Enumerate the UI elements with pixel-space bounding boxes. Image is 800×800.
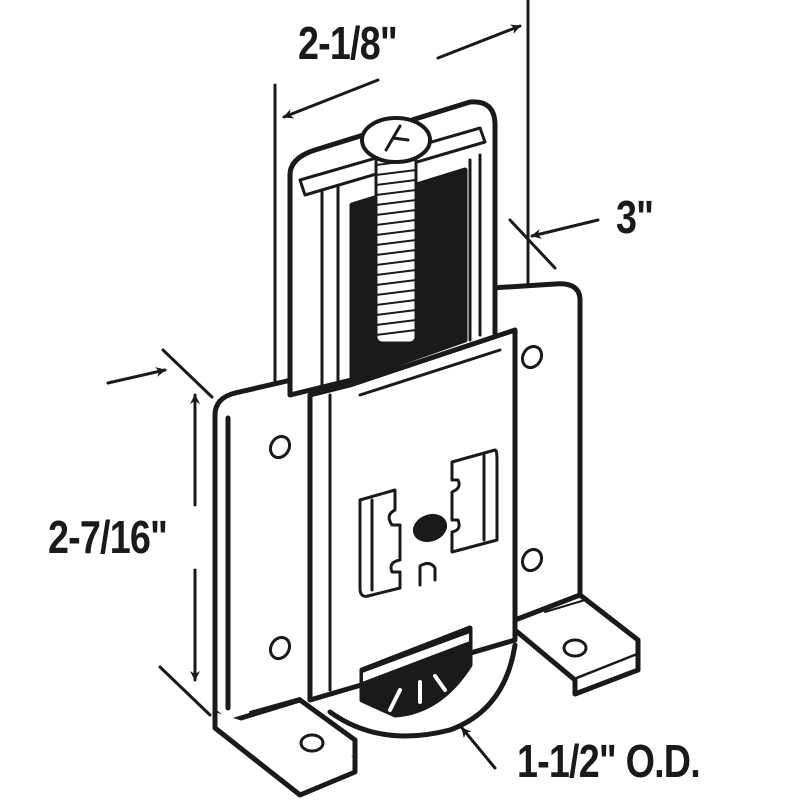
left-foot (212, 697, 358, 798)
adjustment-screw (360, 116, 432, 345)
dimension-side-depth: 3" (616, 191, 654, 243)
right-foot (512, 592, 641, 697)
front-plate (307, 327, 518, 703)
center-clip (358, 448, 499, 598)
mounting-holes (268, 344, 544, 661)
dimension-top-width: 2-1/8" (298, 17, 398, 69)
dimension-wheel-diameter: 1-1/2" O.D. (517, 735, 701, 787)
roller-wheel (327, 625, 518, 739)
dimension-lower-height: 2-7/16" (48, 511, 168, 563)
